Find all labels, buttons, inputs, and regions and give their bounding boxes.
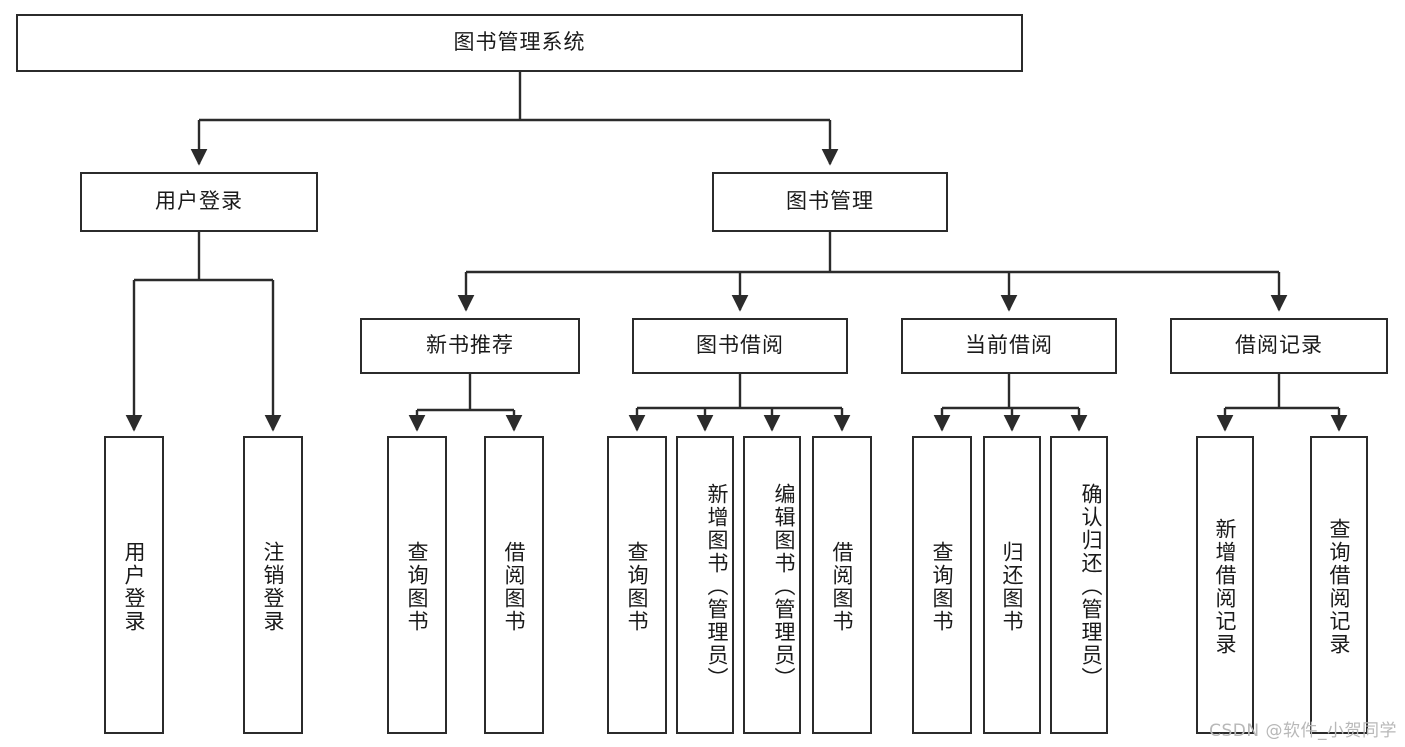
node-borrow-record-label: 借阅记录 [1235,333,1323,358]
node-leaf-user-login-label: 用户登录 [122,541,146,633]
node-book-management[interactable]: 图书管理 [712,172,948,232]
node-leaf-query-book-borrow-label: 查询图书 [625,541,649,633]
node-leaf-borrow-book[interactable]: 借阅图书 [812,436,872,734]
node-book-borrow-label: 图书借阅 [696,333,784,358]
node-leaf-add-book[interactable]: 新增图书（管理员） [676,436,734,734]
csdn-watermark: CSDN @软件_小贺同学 [1209,721,1397,741]
node-leaf-return-book[interactable]: 归还图书 [983,436,1041,734]
node-leaf-query-book-current-label: 查询图书 [930,541,954,633]
node-leaf-logout[interactable]: 注销登录 [243,436,303,734]
node-current-borrow-label: 当前借阅 [965,333,1053,358]
node-leaf-return-book-label: 归还图书 [1000,541,1024,633]
node-leaf-query-record-label: 查询借阅记录 [1327,518,1351,656]
node-root-label: 图书管理系统 [453,30,586,55]
node-leaf-confirm-return[interactable]: 确认归还（管理员） [1050,436,1108,734]
node-leaf-logout-label: 注销登录 [261,541,285,633]
node-leaf-edit-book[interactable]: 编辑图书（管理员） [743,436,801,734]
node-leaf-query-record[interactable]: 查询借阅记录 [1310,436,1368,734]
node-current-borrow[interactable]: 当前借阅 [901,318,1117,374]
node-leaf-add-book-label: 新增图书（管理员） [705,482,729,690]
node-leaf-borrow-book-label: 借阅图书 [830,541,854,633]
node-user-login-label: 用户登录 [155,189,243,214]
node-user-login[interactable]: 用户登录 [80,172,318,232]
node-borrow-record[interactable]: 借阅记录 [1170,318,1388,374]
node-leaf-user-login[interactable]: 用户登录 [104,436,164,734]
node-leaf-query-book-rec[interactable]: 查询图书 [387,436,447,734]
node-new-book-recommend-label: 新书推荐 [426,333,514,358]
node-new-book-recommend[interactable]: 新书推荐 [360,318,580,374]
node-root[interactable]: 图书管理系统 [16,14,1023,72]
node-leaf-add-record[interactable]: 新增借阅记录 [1196,436,1254,734]
node-leaf-confirm-return-label: 确认归还（管理员） [1079,482,1103,690]
node-leaf-query-book-current[interactable]: 查询图书 [912,436,972,734]
node-leaf-query-book-borrow[interactable]: 查询图书 [607,436,667,734]
node-leaf-borrow-book-rec-label: 借阅图书 [502,541,526,633]
node-leaf-add-record-label: 新增借阅记录 [1213,518,1237,656]
node-leaf-query-book-rec-label: 查询图书 [405,541,429,633]
node-leaf-edit-book-label: 编辑图书（管理员） [772,482,796,690]
node-book-management-label: 图书管理 [786,189,874,214]
node-book-borrow[interactable]: 图书借阅 [632,318,848,374]
node-leaf-borrow-book-rec[interactable]: 借阅图书 [484,436,544,734]
